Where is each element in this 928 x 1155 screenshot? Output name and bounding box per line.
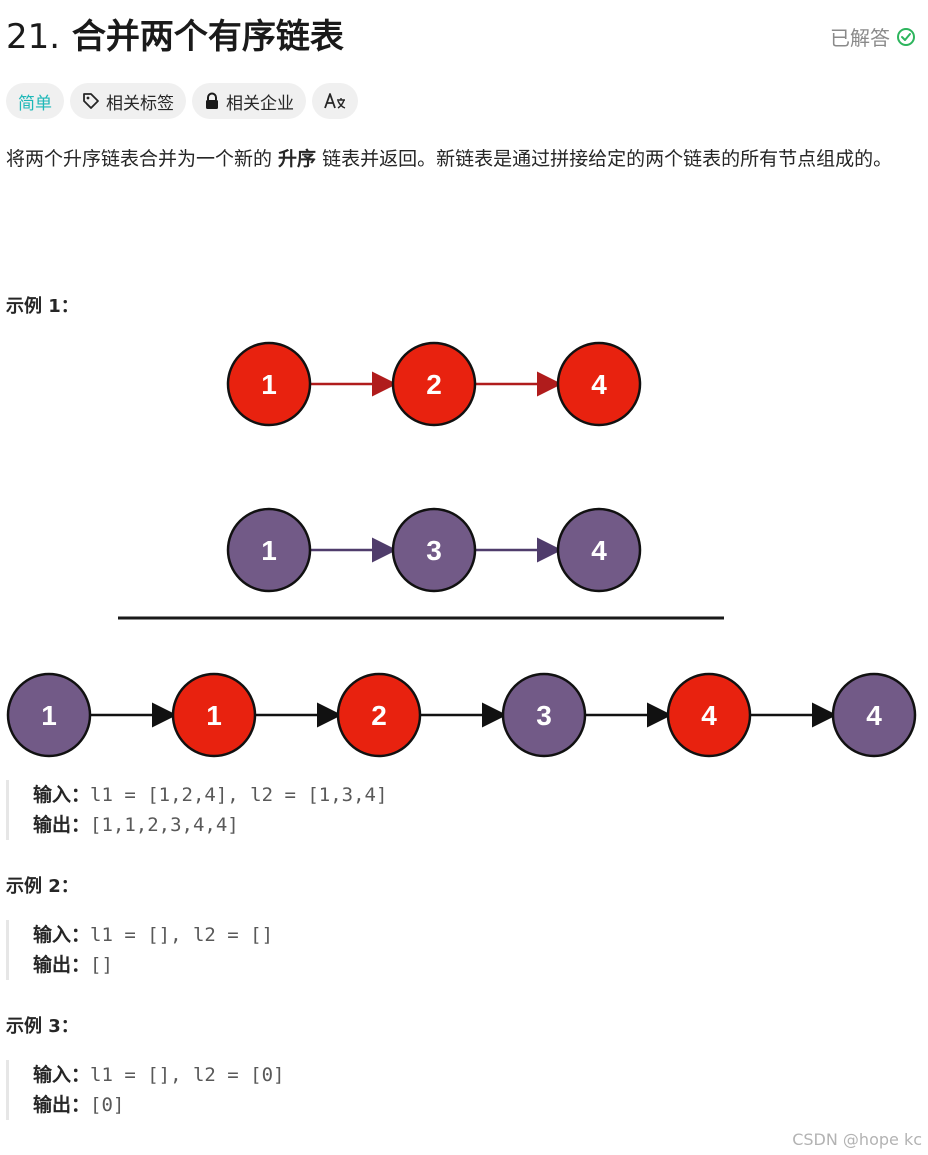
merged-node-value: 1	[41, 700, 57, 731]
merged-node: 2	[336, 672, 422, 758]
input-value: l1 = [1,2,4], l2 = [1,3,4]	[90, 784, 388, 806]
merged-node-value: 4	[701, 700, 717, 731]
output-label: 输出：	[33, 1094, 91, 1116]
example-3-output-line: 输出：[0]	[33, 1090, 284, 1120]
merged-node: 3	[501, 672, 587, 758]
difficulty-label: 简单	[18, 93, 52, 114]
example-2-title: 示例 2：	[6, 876, 79, 897]
merged-node-value: 3	[536, 700, 552, 731]
list2-node-value: 4	[591, 535, 607, 566]
solved-status: 已解答	[830, 22, 916, 51]
merged-node: 1	[6, 672, 92, 758]
list1-node: 1	[226, 341, 312, 427]
example-2-output-line: 输出：[]	[33, 950, 273, 980]
example-3-title: 示例 3：	[6, 1016, 79, 1037]
problem-number: 21.	[6, 17, 61, 57]
solved-status-label: 已解答	[830, 26, 890, 50]
merged-node: 4	[666, 672, 752, 758]
list1-node-value: 4	[591, 369, 607, 400]
output-label: 输出：	[33, 954, 91, 976]
example-3-code: 输入：l1 = [], l2 = [0] 输出：[0]	[6, 1060, 284, 1120]
list1-node: 4	[556, 341, 642, 427]
example-1-output-line: 输出：[1,1,2,3,4,4]	[33, 810, 387, 840]
list2-node: 4	[556, 507, 642, 593]
example-1-title: 示例 1：	[6, 296, 79, 317]
description-part-1: 将两个升序链表合并为一个新的	[6, 148, 279, 170]
translate-icon	[324, 93, 346, 109]
input-label: 输入：	[33, 784, 91, 806]
merged-node-value: 4	[866, 700, 882, 731]
problem-title-text: 合并两个有序链表	[71, 17, 344, 57]
description-bold: 升序	[278, 148, 317, 170]
example-2-code: 输入：l1 = [], l2 = [] 输出：[]	[6, 920, 273, 980]
related-tags-button[interactable]: 相关标签	[70, 83, 186, 119]
related-companies-label: 相关企业	[226, 93, 294, 114]
input-label: 输入：	[33, 924, 91, 946]
merged-node: 4	[831, 672, 917, 758]
output-value: [0]	[90, 1094, 125, 1116]
merge-diagram: 1 2 4 1 3 4 1 1 2 3 4	[6, 341, 917, 758]
example-2-input-line: 输入：l1 = [], l2 = []	[33, 920, 273, 950]
output-label: 输出：	[33, 814, 91, 836]
tag-row: 简单 相关标签 相关企业	[6, 83, 358, 119]
list1-node-value: 1	[261, 369, 277, 400]
input-value: l1 = [], l2 = [0]	[90, 1064, 285, 1086]
check-circle-icon	[897, 27, 915, 46]
example-1-input-line: 输入：l1 = [1,2,4], l2 = [1,3,4]	[33, 780, 387, 810]
output-value: []	[90, 954, 113, 976]
merged-node: 1	[171, 672, 257, 758]
example-3-input-line: 输入：l1 = [], l2 = [0]	[33, 1060, 284, 1090]
merged-node-value: 2	[371, 700, 387, 731]
problem-title: 21. 合并两个有序链表	[6, 14, 344, 60]
list1-node-value: 2	[426, 369, 442, 400]
lock-icon	[206, 92, 218, 109]
tag-icon	[83, 93, 99, 109]
input-label: 输入：	[33, 1064, 91, 1086]
related-companies-button[interactable]: 相关企业	[192, 83, 306, 119]
description-part-2: 链表并返回。新链表是通过拼接给定的两个链表的所有节点组成的。	[316, 148, 893, 170]
problem-description: 将两个升序链表合并为一个新的 升序 链表并返回。新链表是通过拼接给定的两个链表的…	[6, 142, 916, 176]
difficulty-tag[interactable]: 简单	[6, 83, 64, 119]
merged-node-value: 1	[206, 700, 222, 731]
list2-node: 3	[391, 507, 477, 593]
list2-node-value: 1	[261, 535, 277, 566]
list2-node-value: 3	[426, 535, 442, 566]
related-tags-label: 相关标签	[106, 93, 174, 114]
translate-button[interactable]	[312, 83, 358, 119]
list2-node: 1	[226, 507, 312, 593]
watermark: CSDN @hope kc	[792, 1130, 922, 1149]
list1-node: 2	[391, 341, 477, 427]
output-value: [1,1,2,3,4,4]	[90, 814, 239, 836]
example-1-code: 输入：l1 = [1,2,4], l2 = [1,3,4] 输出：[1,1,2,…	[6, 780, 387, 840]
input-value: l1 = [], l2 = []	[90, 924, 274, 946]
